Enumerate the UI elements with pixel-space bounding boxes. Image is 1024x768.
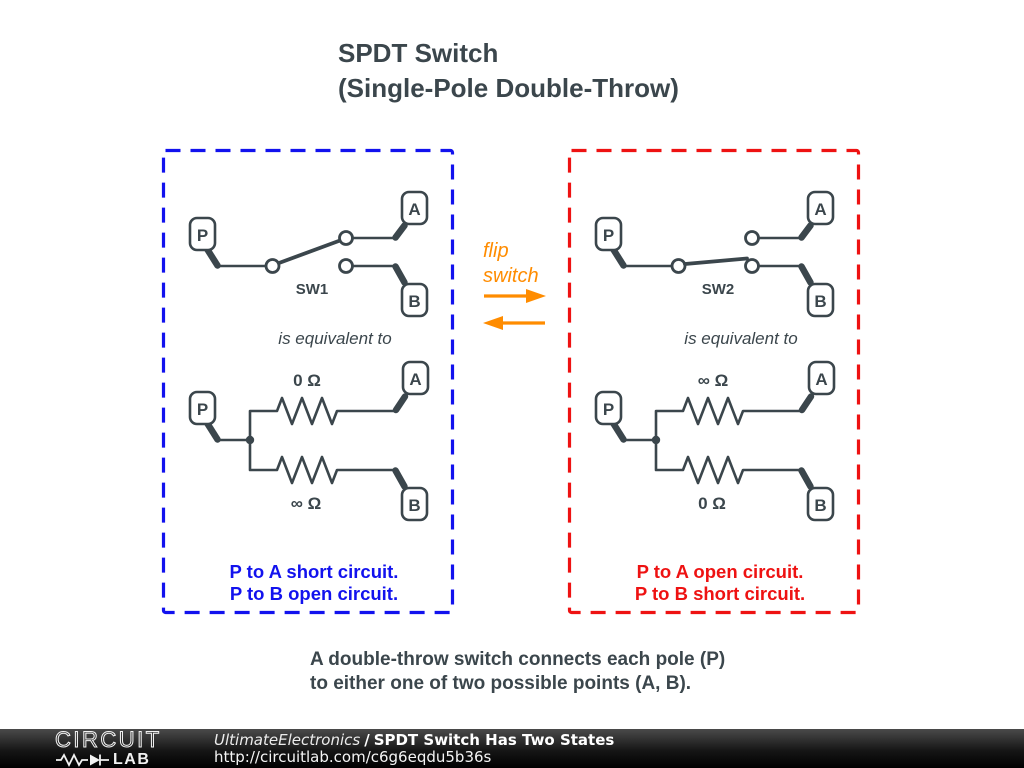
top-resistor-value: ∞ Ω — [698, 371, 728, 390]
page-title-line1: SPDT Switch — [338, 38, 498, 68]
terminal-b-label: B — [408, 496, 420, 515]
throw-b-contact — [744, 258, 760, 274]
terminal-b-label: B — [408, 292, 420, 311]
status-line2: P to B open circuit. — [230, 583, 398, 604]
status-line1: P to A short circuit. — [230, 561, 399, 582]
right-panel: P A B SW2 is equivalent to P A B ∞ Ω 0 Ω — [567, 148, 861, 615]
left-arrow-icon — [483, 316, 503, 330]
terminal-p-flag — [188, 390, 217, 426]
throw-b-flag-pointer — [392, 263, 408, 286]
logo-bottom-row: LAB — [55, 752, 150, 768]
terminal-a-label: A — [408, 200, 420, 219]
sw2-equivalent-network: P A B ∞ Ω 0 Ω — [594, 360, 836, 522]
equivalence-text: is equivalent to — [278, 329, 391, 348]
caption-line1: A double-throw switch connects each pole… — [310, 649, 725, 670]
throw-b-flag-pointer — [798, 263, 814, 286]
logo-circuit-text: CIRCUIT — [55, 727, 162, 752]
circuitlab-logo: CIRCUIT LAB — [55, 727, 190, 768]
top-resistor-branch — [654, 396, 803, 442]
schematic-canvas: SPDT Switch (Single-Pole Double-Throw) P… — [161, 38, 861, 694]
terminal-b-flag — [806, 486, 835, 522]
terminal-p-label: P — [603, 226, 614, 245]
resistor-diode-icon — [56, 753, 109, 767]
top-resistor-value: 0 Ω — [293, 371, 321, 390]
throw-a-contact — [744, 230, 760, 246]
top-resistor-branch — [248, 396, 397, 442]
terminal-p-label: P — [197, 226, 208, 245]
bottom-resistor-value: 0 Ω — [698, 494, 726, 513]
flip-note-line1: flip — [483, 240, 509, 262]
flip-switch-note: flip switch — [483, 240, 546, 330]
switch-name: SW1 — [296, 281, 329, 298]
document-title: SPDT Switch Has Two States — [373, 730, 615, 749]
terminal-b-flag — [400, 282, 429, 318]
terminal-p-label: P — [197, 400, 208, 419]
throw-a-flag-pointer — [798, 222, 814, 241]
switch-arm — [277, 238, 342, 265]
terminal-p-label: P — [603, 400, 614, 419]
pivot-contact — [670, 258, 687, 274]
terminal-a-flag — [401, 360, 430, 396]
throw-a-contact — [338, 230, 354, 246]
throw-a-flag-pointer — [392, 393, 409, 414]
footer-title-line: UltimateElectronics/SPDT Switch Has Two … — [214, 730, 615, 749]
bottom-resistor-branch — [248, 438, 397, 485]
right-arrow-icon — [526, 289, 546, 303]
footer-bar: CIRCUIT LAB UltimateElectronics/SPDT Swi… — [0, 727, 1024, 768]
share-url: http://circuitlab.com/c6g6eqdu5b36s — [214, 747, 492, 766]
left-panel: P A B SW1 is equivalent to P A B 0 Ω ∞ Ω — [161, 148, 455, 615]
switch-name: SW2 — [702, 281, 735, 298]
flip-note-line2: switch — [483, 265, 539, 287]
separator-slash: / — [364, 730, 370, 749]
terminal-a-label: A — [814, 200, 826, 219]
terminal-a-label: A — [409, 370, 421, 389]
sw1-switch-symbol: P A B SW1 — [188, 190, 429, 318]
terminal-b-flag — [806, 282, 835, 318]
terminal-b-label: B — [814, 496, 826, 515]
page-title-line2: (Single-Pole Double-Throw) — [338, 73, 679, 103]
status-line2: P to B short circuit. — [635, 583, 805, 604]
terminal-a-flag — [807, 360, 836, 396]
throw-a-flag-pointer — [798, 393, 815, 414]
footer-text-block: UltimateElectronics/SPDT Switch Has Two … — [214, 730, 615, 766]
terminal-p-flag — [594, 216, 623, 252]
throw-a-flag-pointer — [392, 222, 408, 241]
throw-b-flag-pointer — [392, 467, 408, 490]
equivalence-text: is equivalent to — [684, 329, 797, 348]
terminal-a-flag — [806, 190, 835, 226]
author-name: UltimateElectronics — [214, 730, 361, 749]
terminal-a-label: A — [815, 370, 827, 389]
throw-b-contact — [338, 258, 354, 274]
terminal-p-flag — [188, 216, 217, 252]
sw2-switch-symbol: P A B SW2 — [594, 190, 835, 318]
throw-b-flag-pointer — [798, 467, 814, 490]
bottom-resistor-branch — [654, 438, 803, 485]
terminal-b-label: B — [814, 292, 826, 311]
sw1-equivalent-network: P A B 0 Ω ∞ Ω — [188, 360, 430, 522]
pivot-contact — [264, 258, 281, 274]
caption-line2: to either one of two possible points (A,… — [310, 673, 691, 694]
terminal-b-flag — [400, 486, 429, 522]
bottom-resistor-value: ∞ Ω — [291, 494, 321, 513]
switch-arm — [683, 256, 749, 266]
terminal-p-flag — [594, 390, 623, 426]
logo-lab-text: LAB — [113, 751, 151, 768]
terminal-a-flag — [400, 190, 429, 226]
status-line1: P to A open circuit. — [637, 561, 804, 582]
